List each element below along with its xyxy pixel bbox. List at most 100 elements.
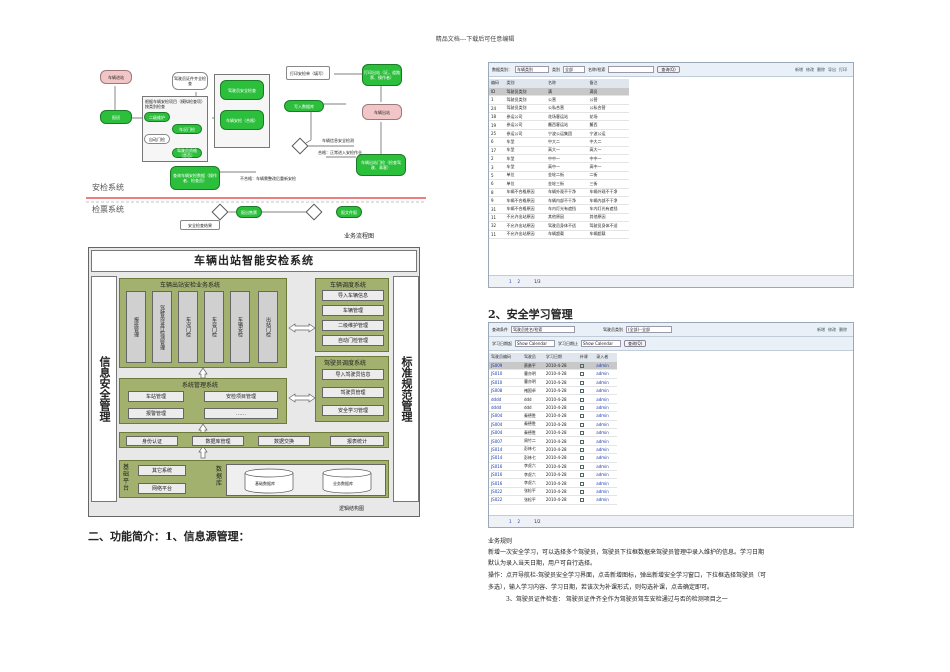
pager-page-2[interactable]: 2: [517, 519, 521, 524]
table-cell: 车辆不合格原因: [504, 204, 547, 214]
makeup-checkbox[interactable]: [579, 498, 584, 503]
flow-node-driver-cert: 驾驶员证件齐全检查: [172, 72, 208, 90]
type-select[interactable]: 车辆类别: [515, 66, 549, 73]
makeup-checkbox[interactable]: [579, 397, 584, 402]
makeup-checkbox[interactable]: [579, 456, 584, 461]
column-header[interactable]: 录入者: [594, 353, 617, 362]
table-cell: 19: [489, 120, 505, 130]
makeup-checkbox[interactable]: [579, 406, 584, 411]
pager-page-1[interactable]: 1: [509, 279, 512, 284]
end-date-input[interactable]: Show Calendar: [581, 340, 621, 347]
edit-button[interactable]: 修改: [828, 326, 836, 332]
column-header[interactable]: 备注: [587, 79, 629, 88]
add-button[interactable]: 新增: [795, 66, 803, 72]
column-header[interactable]: 类别: [504, 79, 547, 88]
column-header[interactable]: 驾驶员: [521, 353, 544, 362]
table-cell: 2010-4-28: [543, 403, 578, 413]
table-cell: 驾驶员类别: [504, 87, 547, 97]
table-cell: [577, 386, 595, 396]
table-cell: admin: [594, 369, 617, 379]
makeup-checkbox[interactable]: [579, 414, 584, 419]
arch-business-col-3: 车况门检: [178, 291, 198, 363]
makeup-checkbox[interactable]: [579, 380, 584, 385]
export-button[interactable]: 导出: [828, 66, 836, 72]
makeup-checkbox[interactable]: [579, 489, 584, 494]
start-date-input[interactable]: Show Calendar: [515, 340, 555, 347]
makeup-checkbox[interactable]: [579, 473, 584, 478]
column-header[interactable]: 学习日期: [543, 353, 578, 362]
table-cell: 满员: [587, 87, 629, 97]
edit-button[interactable]: 修改: [806, 66, 814, 72]
arch-sysmgmt-item-4: ……: [204, 408, 278, 419]
query-button[interactable]: 查询(Q): [624, 340, 647, 347]
table-cell: [577, 478, 595, 488]
column-header[interactable]: 驾驶员编码: [489, 353, 522, 362]
pager-page-1[interactable]: 1: [509, 519, 512, 524]
makeup-checkbox[interactable]: [579, 389, 584, 394]
delete-button[interactable]: 删除: [817, 66, 825, 72]
makeup-checkbox[interactable]: [579, 439, 584, 444]
table-cell: 秦德胜: [521, 420, 544, 430]
table-cell: 彭林七: [521, 445, 544, 455]
column-header[interactable]: 编码: [489, 79, 505, 88]
query-button[interactable]: 查询(Q): [657, 66, 680, 73]
makeup-checkbox[interactable]: [579, 431, 584, 436]
arch-dispatch-item-3: 二级维护管理: [322, 320, 384, 331]
makeup-checkbox[interactable]: [579, 447, 584, 452]
print-button[interactable]: 打印: [839, 66, 847, 72]
table-cell: JS016: [489, 462, 522, 471]
delete-button[interactable]: 删除: [839, 326, 847, 332]
add-button[interactable]: 新增: [817, 326, 825, 332]
makeup-checkbox[interactable]: [579, 372, 584, 377]
makeup-checkbox[interactable]: [579, 481, 584, 486]
table-cell: admin: [594, 411, 617, 421]
column-header[interactable]: 名称: [546, 79, 588, 88]
driver-type-select[interactable]: (全部)--全部: [626, 326, 672, 333]
name-search-input[interactable]: [608, 66, 655, 73]
table-cell: 2010-4-28: [543, 453, 578, 463]
makeup-checkbox[interactable]: [579, 364, 584, 369]
makeup-checkbox[interactable]: [579, 422, 584, 427]
pager-page-2[interactable]: 2: [517, 279, 521, 284]
arch-dispatch-label: 车辆调度系统: [330, 282, 367, 289]
makeup-checkbox[interactable]: [579, 464, 584, 469]
column-header[interactable]: 补课: [577, 353, 595, 362]
driver-search-input[interactable]: 驾驶员姓名/检索: [511, 326, 575, 333]
category-select[interactable]: 全部: [563, 66, 585, 73]
